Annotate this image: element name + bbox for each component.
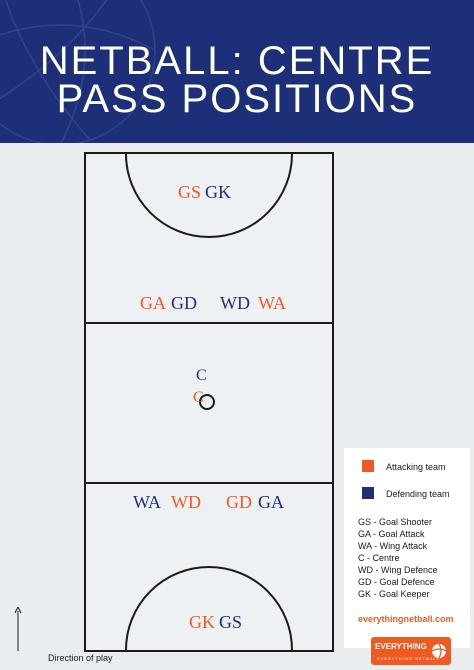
- key-gs: GS - Goal Shooter: [358, 517, 433, 527]
- key-gd: GD - Goal Defence: [358, 577, 435, 587]
- netball-icon: [431, 643, 447, 659]
- attacking-label: Attacking team: [386, 462, 446, 472]
- website-link[interactable]: everythingnetball.com: [358, 614, 454, 624]
- transverse-line-top: [86, 322, 332, 324]
- header-banner: NETBALL: CENTRE PASS POSITIONS: [0, 0, 474, 143]
- top-circle-gk: GK: [205, 182, 231, 202]
- bottom-pair-wa: WA: [133, 492, 161, 512]
- logo-brand-text: EVERYTHING: [375, 642, 427, 651]
- netball-watermark-icon: [0, 0, 156, 143]
- bottom-circle-gk: GK: [189, 612, 215, 632]
- defending-swatch: [362, 487, 374, 499]
- netball-court: GS GK GA GD WD WA C C WA WD GD GA GK GS: [84, 152, 334, 652]
- centre-circle: [199, 394, 215, 410]
- bottom-goal-circle: [125, 566, 293, 650]
- top-pair-wd: WD: [220, 293, 250, 313]
- top-pair-ga: GA: [140, 293, 166, 313]
- direction-of-play-label: Direction of play: [48, 653, 113, 663]
- legend-panel: Attacking team Defending team GS - Goal …: [344, 448, 470, 648]
- attacking-swatch: [362, 460, 374, 472]
- bottom-pair-wd: WD: [171, 492, 201, 512]
- key-ga: GA - Goal Attack: [358, 529, 425, 539]
- page-title-line2: PASS POSITIONS: [56, 77, 418, 121]
- centre-attacking-c: C: [193, 389, 204, 406]
- key-wa: WA - Wing Attack: [358, 541, 428, 551]
- key-c: C - Centre: [358, 553, 400, 563]
- bottom-circle-gs: GS: [219, 612, 243, 632]
- bottom-pair-ga: GA: [258, 492, 284, 512]
- key-gk: GK - Goal Keeper: [358, 589, 430, 599]
- top-pair-wa: WA: [258, 293, 286, 313]
- page-title-line1: NETBALL: CENTRE: [39, 39, 435, 83]
- logo-sub-text: EVERYTHING NETBALL: [377, 656, 440, 661]
- everything-netball-logo: EVERYTHING EVERYTHING NETBALL: [371, 637, 451, 665]
- centre-defending-c: C: [196, 367, 207, 384]
- transverse-line-bottom: [86, 482, 332, 484]
- court-markings: [125, 154, 293, 650]
- direction-arrow-icon: [14, 607, 22, 651]
- top-circle-gs: GS: [178, 182, 202, 202]
- defending-label: Defending team: [386, 489, 450, 499]
- top-pair-gd: GD: [171, 293, 197, 313]
- top-goal-circle: [125, 154, 293, 238]
- key-wd: WD - Wing Defence: [358, 565, 438, 575]
- bottom-pair-gd: GD: [226, 492, 252, 512]
